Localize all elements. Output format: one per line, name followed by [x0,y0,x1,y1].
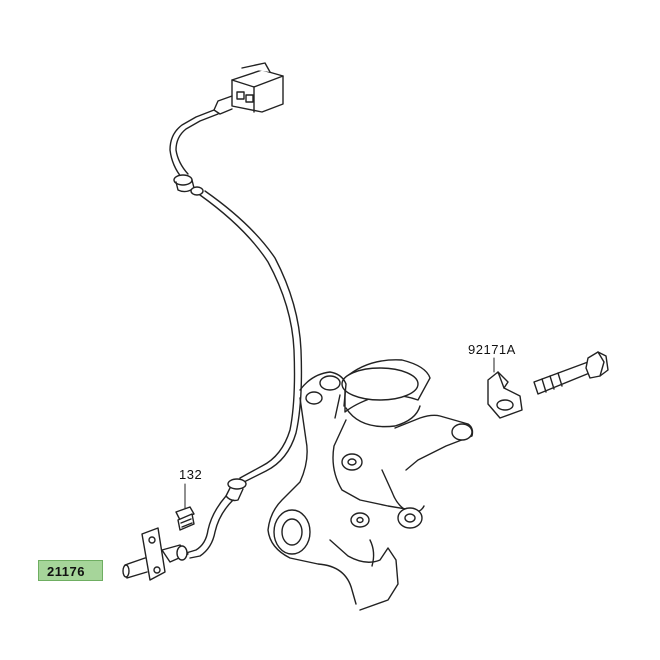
cable-clamp [487,371,523,419]
part-number-92171A[interactable]: 92171A [468,342,516,357]
fork-leg-assembly [267,359,474,611]
long-bolt [533,351,609,395]
sensor-cable-upper [169,109,215,179]
cable-clip [225,478,247,502]
wheel-speed-sensor [122,527,189,581]
bolt-132 [175,506,195,531]
connector-plug [213,62,284,115]
part-number-132[interactable]: 132 [179,467,203,482]
sensor-cable-lower [199,194,296,479]
cable-grommet [173,174,204,196]
part-number-21176-highlighted[interactable]: 21176 [38,560,103,581]
